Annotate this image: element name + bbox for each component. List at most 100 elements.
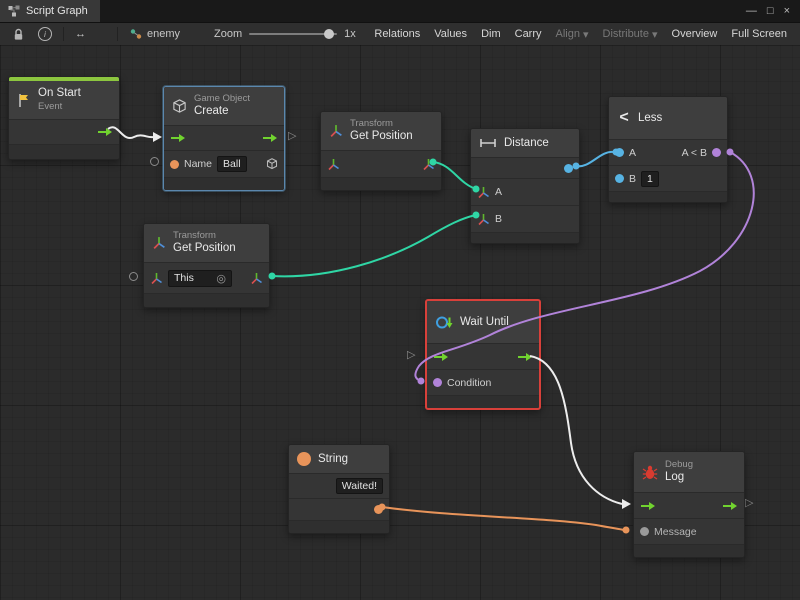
transform-input-port-icon[interactable] xyxy=(150,272,163,285)
unconnected-value-indicator[interactable] xyxy=(150,157,159,166)
value-input-port[interactable] xyxy=(615,174,624,183)
flow-input-port-icon[interactable] xyxy=(170,133,186,143)
dim-label: Dim xyxy=(481,28,501,40)
node-footer xyxy=(289,521,389,533)
node-footer xyxy=(321,178,441,190)
this-input-field[interactable]: This ◎ xyxy=(168,269,232,287)
node-header[interactable]: Game Object Create xyxy=(164,87,284,126)
flow-input-port-icon[interactable] xyxy=(640,501,656,511)
clock-icon xyxy=(436,316,453,328)
fit-view-button[interactable]: ↔ xyxy=(68,23,93,45)
flow-output-port-icon[interactable] xyxy=(262,133,278,143)
tab-script-graph[interactable]: Script Graph xyxy=(0,0,100,22)
unconnected-flow-indicator[interactable]: ▷ xyxy=(407,349,416,361)
value-input-port[interactable] xyxy=(170,159,179,169)
node-header[interactable]: Debug Log xyxy=(634,452,744,493)
vector-output-port-icon[interactable] xyxy=(422,158,435,171)
object-picker-icon[interactable]: ◎ xyxy=(216,272,226,285)
condition-input-port[interactable] xyxy=(433,378,442,387)
port-row xyxy=(164,126,284,151)
graph-asset-breadcrumb[interactable]: enemy xyxy=(122,28,188,40)
align-button[interactable]: Align ▾ xyxy=(549,23,596,45)
port-row: Condition xyxy=(427,370,539,396)
carry-label: Carry xyxy=(514,28,542,40)
node-get-position-2[interactable]: Transform Get Position This ◎ xyxy=(143,223,270,308)
port-label: A xyxy=(495,186,503,198)
fit-view-icon: ↔ xyxy=(75,28,86,40)
unconnected-value-indicator[interactable] xyxy=(129,272,138,281)
full-screen-button[interactable]: Full Screen xyxy=(724,23,794,45)
node-footer xyxy=(427,396,539,408)
overview-button[interactable]: Overview xyxy=(665,23,725,45)
value-input-port[interactable] xyxy=(615,148,624,157)
wire-string-to-debuglog-message xyxy=(381,506,625,531)
node-header[interactable]: String xyxy=(289,445,389,474)
port-row xyxy=(321,151,441,178)
port-label: Condition xyxy=(447,376,492,389)
node-on-start[interactable]: On Start Event xyxy=(8,76,120,160)
flow-input-port-icon[interactable] xyxy=(433,352,449,362)
vector-input-port-icon[interactable] xyxy=(477,213,490,226)
string-type-icon xyxy=(297,452,311,466)
node-header[interactable]: < Less xyxy=(609,97,727,140)
unconnected-flow-indicator[interactable]: ▷ xyxy=(288,130,297,142)
maximize-button[interactable]: □ xyxy=(766,5,774,17)
script-graph-icon xyxy=(8,5,20,17)
graph-canvas[interactable]: ▷ ▷ ▷ On Start Event xyxy=(0,45,800,600)
float-output-port[interactable] xyxy=(564,163,573,173)
node-header[interactable]: On Start Event xyxy=(9,81,119,120)
transform-axes-icon xyxy=(330,125,342,137)
message-input-port[interactable] xyxy=(640,527,649,536)
node-title: Wait Until xyxy=(460,316,509,328)
node-create-game-object[interactable]: Game Object Create Name Ball xyxy=(163,86,285,191)
overview-label: Overview xyxy=(671,28,718,40)
zoom-value: 1x xyxy=(344,28,356,40)
node-debug-log[interactable]: Debug Log Message xyxy=(633,451,745,558)
node-distance[interactable]: Distance A B xyxy=(470,128,580,244)
values-button[interactable]: Values xyxy=(427,23,474,45)
transform-input-port-icon[interactable] xyxy=(327,158,340,171)
unconnected-flow-indicator[interactable]: ▷ xyxy=(745,497,754,509)
relations-button[interactable]: Relations xyxy=(367,23,427,45)
less-than-icon: < xyxy=(619,109,629,126)
flow-output-port-icon[interactable] xyxy=(722,501,738,511)
port-row xyxy=(427,344,539,370)
port-label: Message xyxy=(654,525,697,538)
string-input-field[interactable]: Waited! xyxy=(335,478,383,494)
zoom-control: Zoom 1x xyxy=(214,28,356,40)
wire-endpoint xyxy=(417,377,425,385)
node-header[interactable]: Transform Get Position xyxy=(321,112,441,151)
vector-output-port-icon[interactable] xyxy=(250,272,263,285)
carry-button[interactable]: Carry xyxy=(508,23,549,45)
port-row: Waited! xyxy=(289,474,389,499)
distribute-button[interactable]: Distribute ▾ xyxy=(596,23,665,45)
zoom-slider[interactable] xyxy=(249,29,338,39)
name-input-field[interactable]: Ball xyxy=(217,156,247,172)
node-less[interactable]: < Less A A < B B 1 xyxy=(608,96,728,203)
flow-output-port-icon[interactable] xyxy=(517,352,533,362)
string-output-port[interactable] xyxy=(374,505,383,514)
node-header[interactable]: Transform Get Position xyxy=(144,224,269,263)
lock-button[interactable] xyxy=(6,23,31,45)
zoom-slider-handle[interactable] xyxy=(324,29,335,39)
chevron-down-icon: ▾ xyxy=(582,28,589,41)
game-object-output-icon[interactable] xyxy=(266,158,278,170)
node-header[interactable]: Wait Until xyxy=(427,301,539,344)
info-button[interactable]: i xyxy=(31,23,59,45)
wire-arrowhead xyxy=(153,132,162,142)
node-wait-until[interactable]: Wait Until Condition xyxy=(425,299,541,410)
node-string[interactable]: String Waited! xyxy=(288,444,390,534)
node-header[interactable]: Distance xyxy=(471,129,579,158)
bool-output-port[interactable] xyxy=(712,148,721,157)
dim-button[interactable]: Dim xyxy=(474,23,508,45)
wire-waituntil-to-debuglog xyxy=(529,355,623,505)
vector-input-port-icon[interactable] xyxy=(477,186,490,199)
node-title: Create xyxy=(194,104,229,117)
minimize-button[interactable]: — xyxy=(745,5,757,17)
flow-output-port-icon[interactable] xyxy=(97,127,113,137)
node-get-position-1[interactable]: Transform Get Position xyxy=(320,111,442,191)
close-button[interactable]: × xyxy=(783,5,790,17)
zoom-label: Zoom xyxy=(214,28,243,40)
distribute-label: Distribute xyxy=(602,28,649,40)
b-input-field[interactable]: 1 xyxy=(641,170,659,187)
